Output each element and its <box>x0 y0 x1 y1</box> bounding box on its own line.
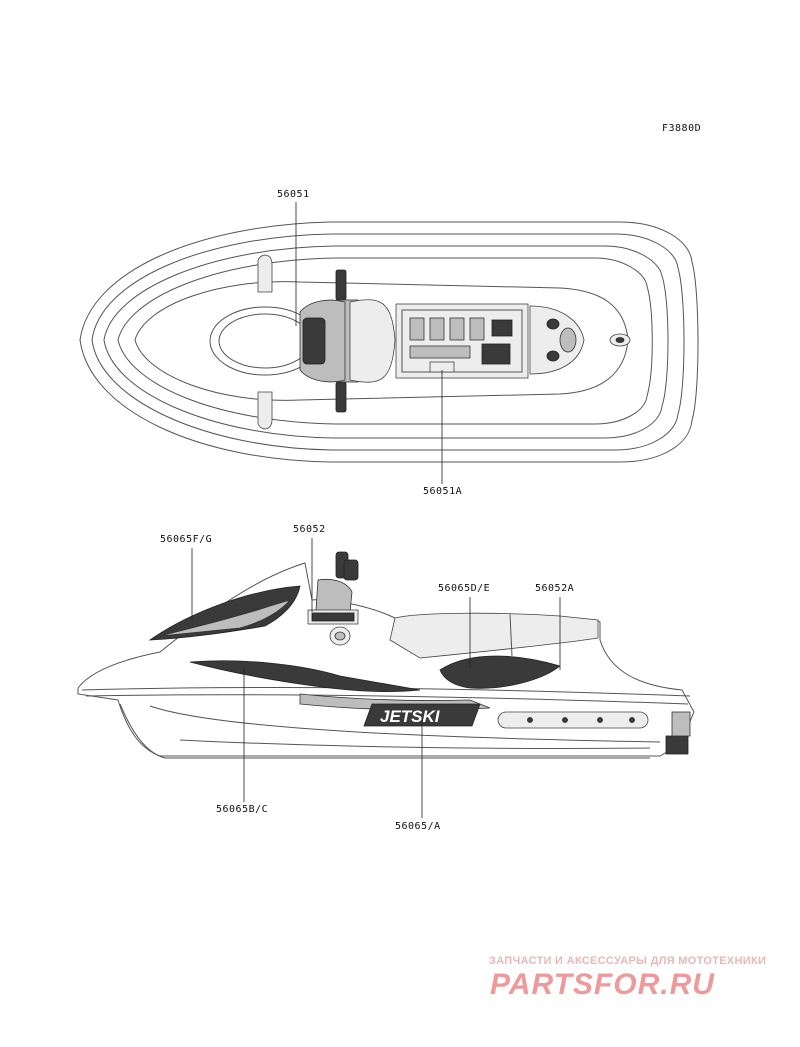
top-callout-56051: 56051 <box>277 189 310 326</box>
svg-text:56065B/C: 56065B/C <box>216 804 268 815</box>
svg-text:56065D/E: 56065D/E <box>438 583 490 594</box>
watermark-tagline: ЗАПЧАСТИ И АКСЕССУАРЫ ДЛЯ МОТОТЕХНИКИ <box>489 955 766 967</box>
top-callout-56051a: 56051A <box>423 370 462 497</box>
side-callout-56065bc: 56065B/C <box>216 668 268 815</box>
top-view-hull <box>79 221 699 463</box>
svg-text:56065F/G: 56065F/G <box>160 534 212 545</box>
side-view-hull: JETSKI <box>77 551 695 759</box>
side-callout-56065a: 56065/A <box>395 720 441 832</box>
side-callout-56052a: 56052A <box>535 583 574 670</box>
watermark: ЗАПЧАСТИ И АКСЕССУАРЫ ДЛЯ МОТОТЕХНИКИ PA… <box>489 955 766 1001</box>
jetski-decal-text: JETSKI <box>380 707 441 726</box>
svg-text:56052A: 56052A <box>535 583 574 594</box>
svg-text:56051: 56051 <box>277 189 310 200</box>
side-callout-56065fg: 56065F/G <box>160 534 212 620</box>
figure-code: F3880D <box>662 123 701 134</box>
svg-text:56051A: 56051A <box>423 486 462 497</box>
svg-text:56052: 56052 <box>293 524 326 535</box>
side-callout-56052: 56052 <box>293 524 326 612</box>
side-callout-56065de: 56065D/E <box>438 583 490 668</box>
watermark-logo: PARTSFOR.RU <box>490 968 715 1001</box>
svg-text:56065/A: 56065/A <box>395 821 441 832</box>
engine-detail <box>409 317 513 373</box>
